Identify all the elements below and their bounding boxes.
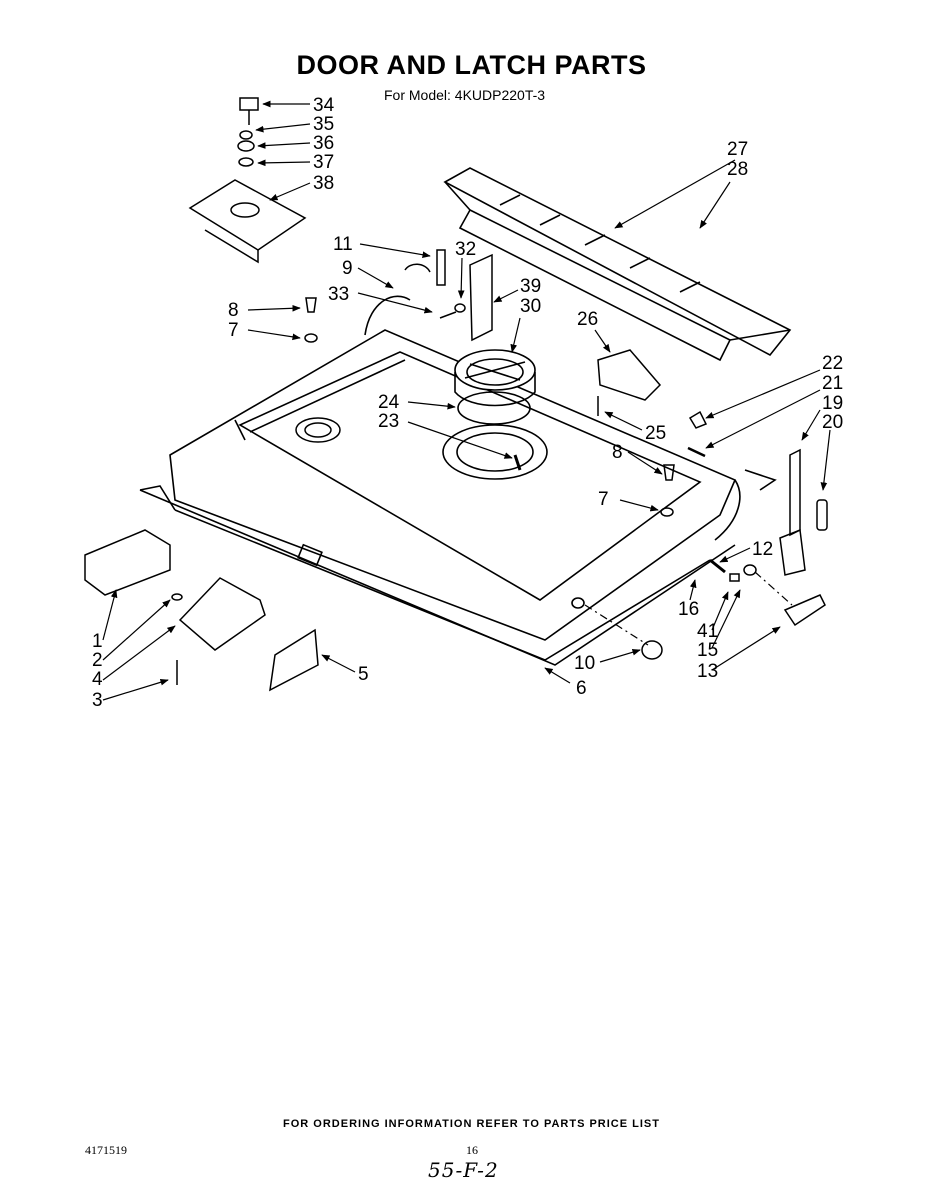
callout-39: 39	[520, 276, 541, 297]
callout-2: 2	[92, 650, 103, 671]
guide-line-15	[754, 571, 793, 606]
latch-bracket	[597, 349, 662, 416]
right-latch-parts	[641, 410, 828, 660]
callout-numbers: 34 35 36 37 38 27 28 11 32 9 39 30 33 8 …	[92, 95, 843, 711]
callout-34: 34	[313, 95, 335, 116]
hinge-assembly	[84, 529, 266, 685]
callout-35: 35	[313, 114, 334, 135]
callout-25: 25	[645, 423, 666, 444]
guide-line-10	[584, 604, 649, 646]
callout-5: 5	[358, 664, 369, 685]
cover-plate	[269, 628, 319, 692]
callout-32: 32	[455, 239, 476, 260]
callout-19: 19	[822, 393, 843, 414]
callout-11: 11	[333, 234, 353, 255]
screws	[304, 249, 675, 517]
callout-36: 36	[313, 133, 334, 154]
callout-3: 3	[92, 690, 103, 711]
callout-6: 6	[576, 678, 587, 699]
leader-arrows	[102, 100, 831, 701]
page-title: DOOR AND LATCH PARTS	[296, 50, 647, 80]
callout-27: 27	[727, 139, 748, 160]
center-hub-assembly	[442, 349, 548, 480]
page-number: 16	[466, 1143, 478, 1157]
callout-41: 41	[697, 621, 718, 642]
callout-38: 38	[313, 173, 334, 194]
callout-33: 33	[328, 284, 349, 305]
callout-21: 21	[822, 373, 843, 394]
callout-24: 24	[378, 392, 400, 413]
callout-9: 9	[342, 258, 353, 279]
callout-16: 16	[678, 599, 699, 620]
callout-28: 28	[727, 159, 748, 180]
callout-7b: 7	[598, 489, 609, 510]
callout-8b: 8	[612, 442, 623, 463]
callout-23: 23	[378, 411, 399, 432]
callout-8: 8	[228, 300, 239, 321]
callout-37: 37	[313, 152, 334, 173]
callout-20: 20	[822, 412, 843, 433]
callout-4: 4	[92, 669, 103, 690]
callout-26: 26	[577, 309, 598, 330]
callout-30: 30	[520, 296, 541, 317]
model-subtitle: For Model: 4KUDP220T-3	[384, 87, 546, 103]
document-number: 4171519	[85, 1143, 127, 1157]
handwritten-reference: 55-F-2	[428, 1158, 499, 1182]
vent-rail	[443, 167, 792, 362]
exploded-parts-diagram: 34 35 36 37 38 27 28 11 32 9 39 30 33 8 …	[84, 95, 843, 711]
callout-15: 15	[697, 640, 718, 661]
callout-12: 12	[752, 539, 773, 560]
callout-1: 1	[92, 631, 103, 652]
rinse-aid-opening	[295, 417, 341, 443]
callout-22: 22	[822, 353, 843, 374]
callout-13: 13	[697, 661, 718, 682]
callout-7: 7	[228, 320, 239, 341]
vent-assembly	[188, 97, 307, 264]
callout-10: 10	[574, 653, 595, 674]
ordering-note: FOR ORDERING INFORMATION REFER TO PARTS …	[283, 1118, 660, 1130]
